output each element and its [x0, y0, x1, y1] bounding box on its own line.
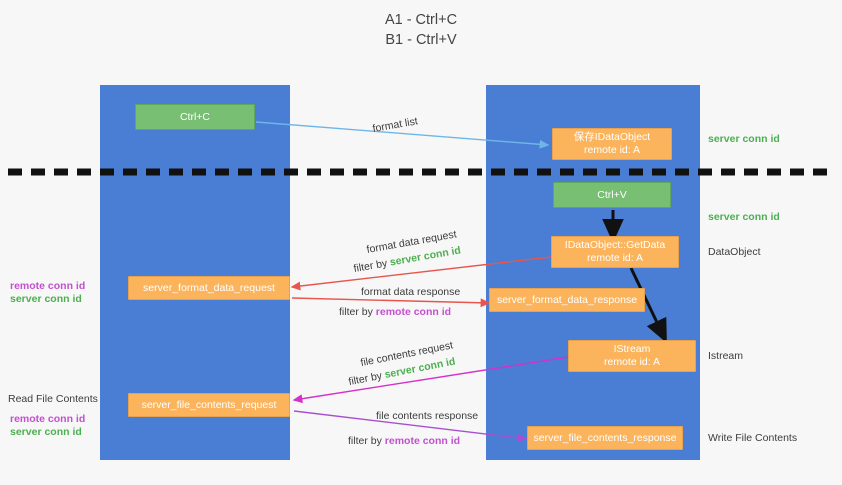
node-save-idataobject-line1: 保存IDataObject — [573, 131, 651, 143]
node-getdata[interactable]: IDataObject::GetData remote id: A — [551, 236, 679, 268]
node-ctrl-c-label: Ctrl+C — [179, 110, 211, 123]
node-getdata-line1: IDataObject::GetData — [564, 239, 666, 251]
remote-conn-id-tag: remote conn id — [384, 435, 461, 447]
filter-prefix: filter by — [347, 369, 386, 389]
edge-label-format-data-response-filter: filter by remote conn id — [339, 305, 451, 319]
filter-prefix: filter by — [352, 256, 392, 276]
node-server-file-contents-response-label: server_file_contents_response — [533, 431, 677, 444]
node-server-file-contents-request-label: server_file_contents_request — [141, 398, 277, 411]
node-ctrl-v[interactable]: Ctrl+V — [553, 182, 671, 208]
node-istream-line2: remote id: A — [603, 356, 661, 368]
page-title: A1 - Ctrl+C B1 - Ctrl+V — [384, 12, 458, 48]
left-label-read-file-contents: Read File Contents — [8, 393, 98, 405]
filter-prefix: filter by — [348, 435, 385, 447]
node-getdata-line2: remote id: A — [586, 252, 644, 264]
remote-conn-id-tag: remote conn id — [375, 306, 452, 318]
right-label-istream: Istream — [708, 350, 744, 362]
node-ctrl-v-label: Ctrl+V — [597, 188, 627, 201]
node-istream[interactable]: IStream remote id: A — [568, 340, 696, 372]
node-server-file-contents-request[interactable]: server_file_contents_request — [128, 393, 290, 417]
node-server-format-data-response[interactable]: server_format_data_response — [489, 288, 645, 312]
node-ctrl-c[interactable]: Ctrl+C — [135, 104, 255, 130]
right-label-server-conn-id-top: server conn id — [708, 133, 780, 145]
left-label-remote-conn-id-1: remote conn id — [10, 280, 86, 292]
node-save-idataobject-line2: remote id: A — [583, 144, 641, 156]
node-server-format-data-response-label: server_format_data_response — [496, 293, 638, 306]
edge-label-format-data-response: format data response — [361, 286, 461, 298]
filter-prefix: filter by — [339, 306, 376, 318]
node-server-file-contents-response[interactable]: server_file_contents_response — [527, 426, 683, 450]
right-label-write-file-contents: Write File Contents — [708, 432, 798, 444]
node-server-format-data-request[interactable]: server_format_data_request — [128, 276, 290, 300]
node-server-format-data-request-label: server_format_data_request — [143, 281, 275, 294]
edge-label-format-list: format list — [371, 115, 419, 136]
left-label-server-conn-id-2: server conn id — [10, 426, 82, 438]
edge-label-file-contents-response-filter: filter by remote conn id — [348, 434, 460, 448]
node-istream-line1: IStream — [613, 343, 651, 355]
left-label-remote-conn-id-2: remote conn id — [10, 413, 86, 425]
edge-label-file-contents-response: file contents response — [376, 410, 479, 422]
right-label-server-conn-id-mid: server conn id — [708, 211, 780, 223]
node-save-idataobject[interactable]: 保存IDataObject remote id: A — [552, 128, 672, 160]
right-label-dataobject: DataObject — [708, 246, 761, 258]
left-label-server-conn-id-1: server conn id — [10, 293, 82, 305]
